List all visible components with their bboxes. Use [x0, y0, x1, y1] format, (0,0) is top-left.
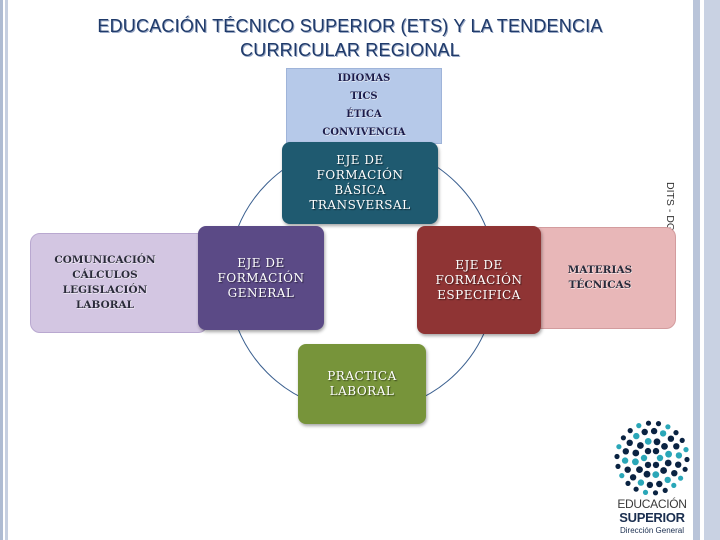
- logo-dot: [656, 454, 664, 462]
- axis-label-line: ESPECIFICA: [437, 287, 521, 302]
- axis-label-line: FORMACIÓN: [316, 168, 404, 182]
- logo-dot: [675, 461, 682, 468]
- axis-label-line: GENERAL: [227, 285, 295, 300]
- logo-dot: [661, 443, 668, 450]
- right-topic-item: MATERIAS: [567, 264, 633, 276]
- logo-dot: [620, 435, 626, 441]
- axis-general: EJE DE FORMACIÓN GENERAL: [198, 226, 324, 330]
- top-topics-box: IDIOMAS TICS ÉTICA CONVIVENCIA: [286, 68, 442, 144]
- axis-label-line: TRANSVERSAL: [309, 198, 411, 212]
- logo-dot: [616, 444, 622, 450]
- logo-dot: [633, 486, 639, 492]
- logo-dot: [652, 490, 659, 496]
- logo-dot: [619, 473, 625, 479]
- logo-dot: [684, 456, 690, 463]
- top-topic-item: IDIOMAS: [337, 73, 391, 84]
- logo-dot: [682, 466, 688, 472]
- logo-dot: [655, 421, 662, 427]
- top-topic-item: ÉTICA: [346, 109, 382, 120]
- axis-label-line: EJE DE: [237, 255, 285, 270]
- logo-dot: [622, 448, 629, 455]
- logo-dot: [671, 482, 677, 488]
- axis-label-line: LABORAL: [329, 384, 395, 398]
- logo-dot: [645, 420, 652, 426]
- page-title: EDUCACIÓN TÉCNICO SUPERIOR (ETS) Y LA TE…: [40, 14, 660, 62]
- logo-dot: [652, 447, 660, 455]
- axis-label-line: PRACTICA: [327, 369, 397, 383]
- axis-label-line: EJE DE: [336, 153, 384, 167]
- page-title-line-2: CURRICULAR REGIONAL: [240, 40, 460, 60]
- logo-dot: [615, 463, 621, 469]
- top-topic-item: TICS: [350, 91, 378, 102]
- axis-label-line: BÁSICA: [334, 183, 386, 197]
- logo-dot: [665, 424, 671, 430]
- logo-dot: [642, 489, 649, 495]
- logo-dot: [678, 475, 684, 481]
- logo-text-superior: SUPERIOR: [619, 510, 685, 525]
- logo-dot: [627, 428, 633, 434]
- logo-dot: [646, 481, 654, 489]
- logo-text-educacion: EDUCACIÓN: [617, 497, 687, 511]
- logo-dot: [653, 438, 661, 446]
- logo-dot: [683, 447, 689, 453]
- logo-dot: [652, 461, 660, 469]
- logo-dot: [636, 423, 642, 429]
- page-title-line-1: EDUCACIÓN TÉCNICO SUPERIOR (ETS) Y LA TE…: [97, 16, 603, 36]
- logo-dot: [636, 466, 643, 473]
- logo-dot: [679, 437, 685, 443]
- top-topic-item: CONVIVENCIA: [322, 127, 406, 138]
- right-frame-stripes: [690, 0, 720, 540]
- logo-dot: [629, 474, 637, 481]
- right-topics-box: MATERIAS TÉCNICAS: [530, 227, 676, 329]
- logo-dot: [660, 467, 667, 474]
- logo-dot: [667, 435, 675, 442]
- logo-dot: [665, 450, 672, 458]
- axis-label-line: EJE DE: [455, 257, 503, 272]
- logo-dot: [643, 470, 651, 478]
- logo-dot: [656, 480, 663, 488]
- logo-dot: [673, 443, 680, 450]
- axis-especifica: EJE DE FORMACIÓN ESPECIFICA: [417, 226, 541, 334]
- axis-practica-laboral: PRACTICA LABORAL: [298, 344, 426, 424]
- logo-dot: [621, 457, 629, 464]
- logo-dot: [659, 430, 667, 437]
- logo-dot: [644, 461, 652, 469]
- logo-dot: [652, 471, 660, 478]
- left-topic-item: CÁLCULOS: [72, 269, 138, 281]
- axis-label-line: FORMACIÓN: [435, 272, 523, 287]
- logo-dot: [673, 430, 679, 436]
- logo-dot: [632, 458, 639, 466]
- left-topic-item: LABORAL: [75, 299, 134, 311]
- left-topic-item: LEGISLACIÓN: [62, 284, 148, 296]
- logo-dot: [632, 449, 640, 457]
- left-topics-box: COMUNICACIÓN CÁLCULOS LEGISLACIÓN LABORA…: [30, 233, 208, 333]
- logo-dot: [644, 438, 652, 445]
- logo-dot: [633, 432, 640, 440]
- axis-basica-transversal: EJE DE FORMACIÓN BÁSICA TRANSVERSAL: [282, 142, 438, 224]
- logo-dot: [650, 427, 658, 435]
- logo-dot: [626, 439, 633, 446]
- educacion-superior-logo: EDUCACIÓN SUPERIOR Dirección General: [612, 420, 692, 540]
- logo-dot: [671, 470, 678, 477]
- logo-dot: [664, 459, 672, 467]
- left-topic-item: COMUNICACIÓN: [54, 254, 156, 266]
- logo-dot: [637, 442, 644, 449]
- logo-dot: [624, 466, 631, 473]
- logo-dot: [614, 453, 620, 460]
- left-frame-stripes: [0, 0, 10, 540]
- logo-dot: [641, 428, 648, 436]
- logo-dots-icon: [614, 420, 690, 496]
- logo-dot: [625, 480, 631, 486]
- axis-label-line: FORMACIÓN: [217, 270, 305, 285]
- right-topic-item: TÉCNICAS: [568, 279, 632, 291]
- logo-dot: [675, 452, 683, 459]
- logo-dot: [662, 487, 668, 493]
- logo-dot: [637, 479, 645, 486]
- logo-text-direccion: Dirección General: [619, 526, 685, 535]
- logo-dot: [640, 454, 648, 462]
- logo-dot: [644, 447, 652, 455]
- logo-dot: [664, 476, 671, 484]
